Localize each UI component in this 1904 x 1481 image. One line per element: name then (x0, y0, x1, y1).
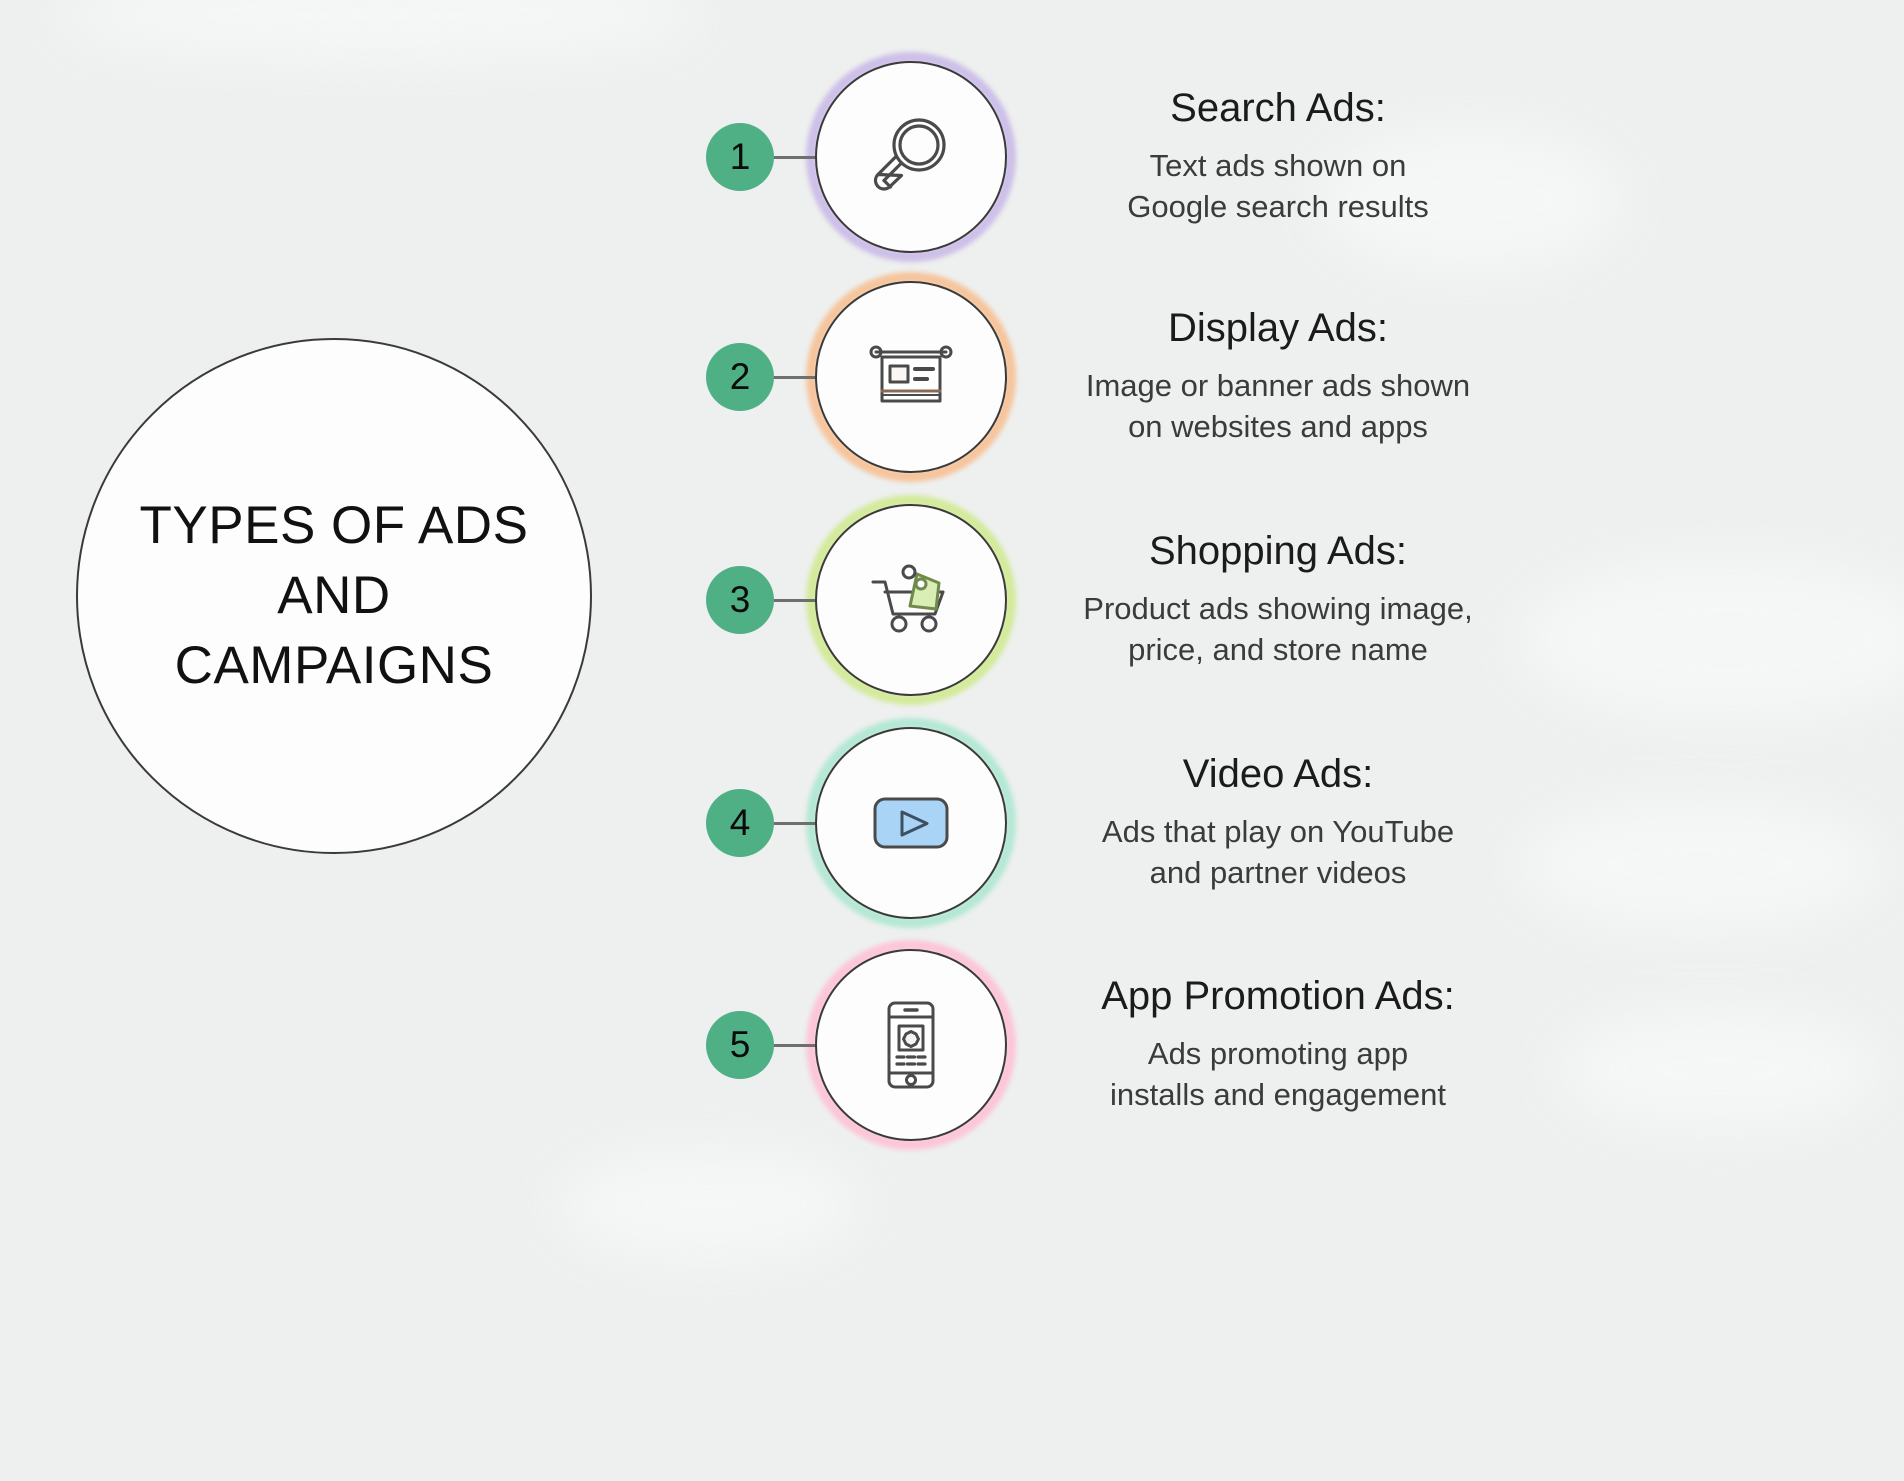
connector-line (773, 821, 817, 825)
background-blob (1560, 1010, 1880, 1130)
item-description: Text ads shown on Google search results (1127, 148, 1429, 225)
background-blob (560, 1150, 860, 1260)
item-heading: Shopping Ads: (1149, 528, 1407, 573)
magnifier-icon (859, 105, 963, 209)
list-item: 2 Display Ads: Image or banner ads sh (706, 262, 1513, 492)
item-heading: App Promotion Ads: (1101, 973, 1455, 1018)
item-text-block: Video Ads: Ads that play on YouTube and … (1043, 752, 1513, 895)
icon-bubble-display (815, 281, 1007, 473)
icon-bubble-video (815, 727, 1007, 919)
step-number-badge: 5 (706, 1011, 774, 1079)
item-heading: Search Ads: (1170, 85, 1386, 130)
item-text-block: Search Ads: Text ads shown on Google sea… (1043, 86, 1513, 229)
icon-bubble-search (815, 61, 1007, 253)
connector-line (773, 1043, 817, 1047)
background-blob (1520, 560, 1904, 720)
connector-line (773, 155, 817, 159)
step-number-badge: 3 (706, 566, 774, 634)
central-hub-circle: TYPES OF ADS AND CAMPAIGNS (76, 338, 592, 854)
banner-icon (859, 325, 963, 429)
item-text-block: Display Ads: Image or banner ads shown o… (1043, 306, 1513, 449)
shopping-cart-tag-icon (859, 548, 963, 652)
item-description: Ads that play on YouTube and partner vid… (1101, 814, 1455, 891)
video-play-icon (859, 771, 963, 875)
icon-bubble-app (815, 949, 1007, 1141)
item-heading: Display Ads: (1167, 305, 1389, 350)
list-item: 4 Video Ads: Ads that play on YouTube an… (706, 708, 1513, 938)
step-number-badge: 2 (706, 343, 774, 411)
item-description: Ads promoting app installs and engagemen… (1109, 1036, 1447, 1113)
list-item: 1 Search Ads: Text ads shown on Google s… (706, 42, 1513, 272)
item-text-block: Shopping Ads: Product ads showing image,… (1043, 529, 1513, 672)
list-item: 5 (706, 930, 1513, 1160)
page-title: TYPES OF ADS AND CAMPAIGNS (139, 496, 529, 695)
smartphone-app-icon (859, 993, 963, 1097)
background-blob (1520, 800, 1880, 930)
connector-line (773, 375, 817, 379)
step-number-badge: 4 (706, 789, 774, 857)
item-heading: Video Ads: (1182, 751, 1374, 796)
step-number-badge: 1 (706, 123, 774, 191)
icon-bubble-shopping (815, 504, 1007, 696)
list-item: 3 Shopping Ads: Product ads showing imag… (706, 485, 1513, 715)
background-blob (60, 0, 700, 60)
item-text-block: App Promotion Ads: Ads promoting app ins… (1043, 974, 1513, 1117)
item-description: Product ads showing image, price, and st… (1083, 591, 1473, 668)
item-description: Image or banner ads shown on websites an… (1085, 368, 1471, 445)
connector-line (773, 598, 817, 602)
